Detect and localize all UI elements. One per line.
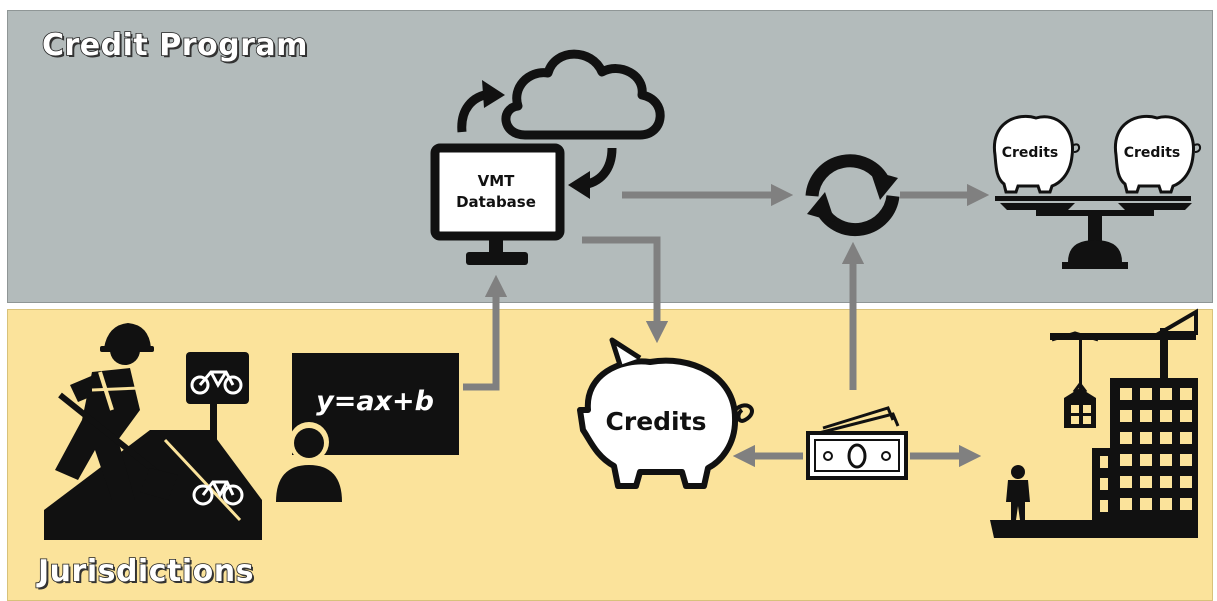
- scale-right-piggy-icon: Credits: [1113, 114, 1201, 194]
- formula-board-icon: y=ax+b: [276, 353, 459, 502]
- balance-scale-icon: [995, 196, 1192, 269]
- monitor-label-database: Database: [456, 193, 536, 211]
- worker-bike-lane-icon: [44, 323, 262, 540]
- credit-program-title: Credit Program: [41, 27, 308, 64]
- arrow-database-to-piggy: [582, 236, 669, 344]
- vmt-database-monitor-icon: VMT Database: [430, 143, 565, 265]
- flow-arrows: [463, 183, 990, 468]
- arrow-formula-to-database: [463, 274, 508, 391]
- credits-piggy-bank-icon: Credits: [577, 337, 754, 489]
- piggy-credits-label: Credits: [606, 407, 707, 436]
- formula-text: y=ax+b: [316, 386, 434, 417]
- scale-right-credits-label: Credits: [1124, 145, 1181, 161]
- construction-building-icon: [990, 308, 1198, 538]
- exchange-sync-icon: [805, 154, 900, 237]
- scale-left-piggy-icon: Credits: [992, 114, 1080, 194]
- bike-sign-icon: [190, 370, 243, 395]
- money-cash-icon: [806, 406, 908, 480]
- bike-lane-icon: [192, 480, 244, 506]
- cloud-sync-icon: [457, 49, 665, 199]
- monitor-label-vmt: VMT: [478, 172, 516, 190]
- jurisdictions-title: Jurisdictions: [37, 553, 254, 590]
- scale-left-credits-label: Credits: [1002, 145, 1059, 161]
